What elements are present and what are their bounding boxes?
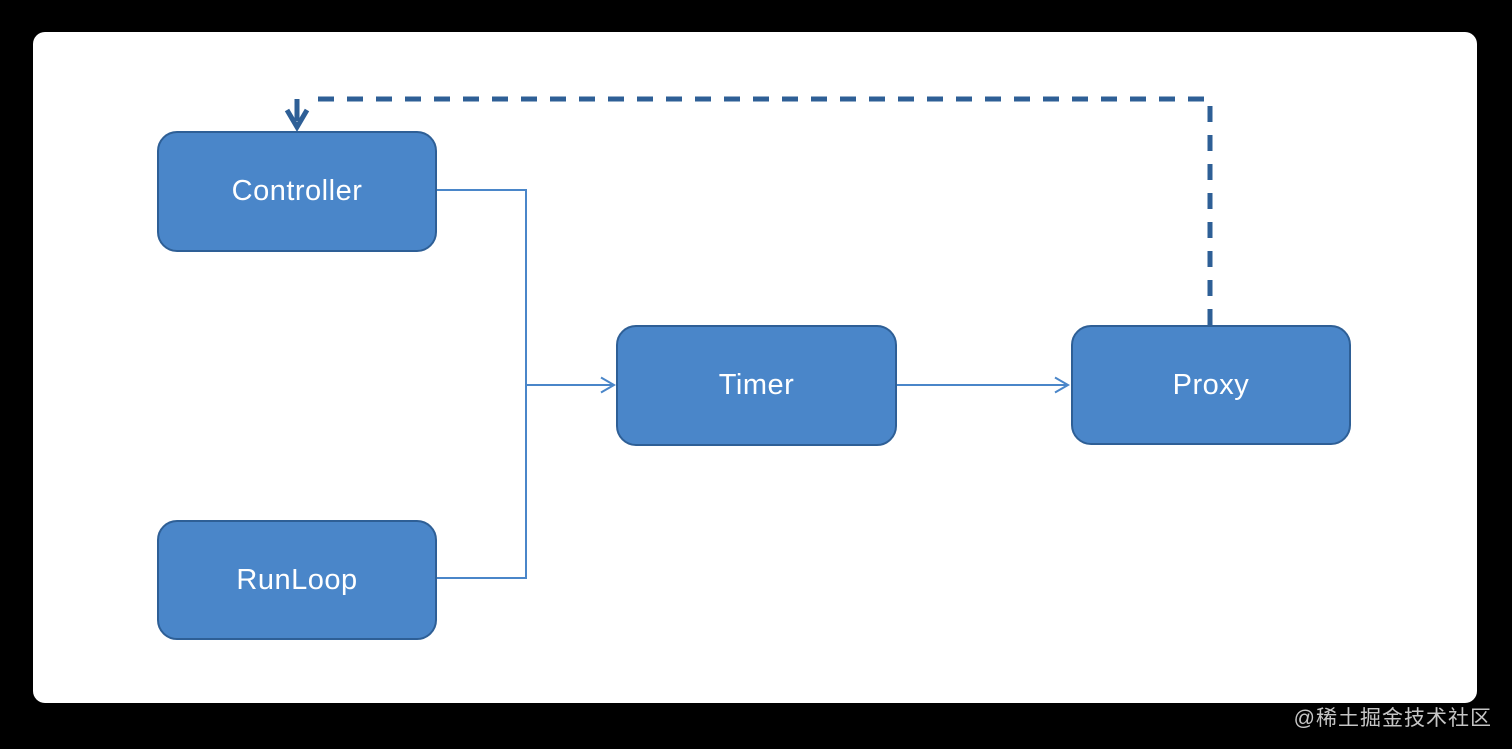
- node-timer-label: Timer: [718, 369, 795, 401]
- node-proxy: Proxy: [1071, 325, 1351, 445]
- node-proxy-label: Proxy: [1172, 368, 1250, 401]
- watermark: @稀土掘金技术社区: [1293, 707, 1492, 730]
- node-controller-label: Controller: [231, 175, 363, 207]
- node-timer: Timer: [616, 325, 897, 446]
- node-runloop: RunLoop: [157, 520, 437, 640]
- node-runloop-label: RunLoop: [236, 563, 358, 596]
- node-controller: Controller: [157, 131, 437, 252]
